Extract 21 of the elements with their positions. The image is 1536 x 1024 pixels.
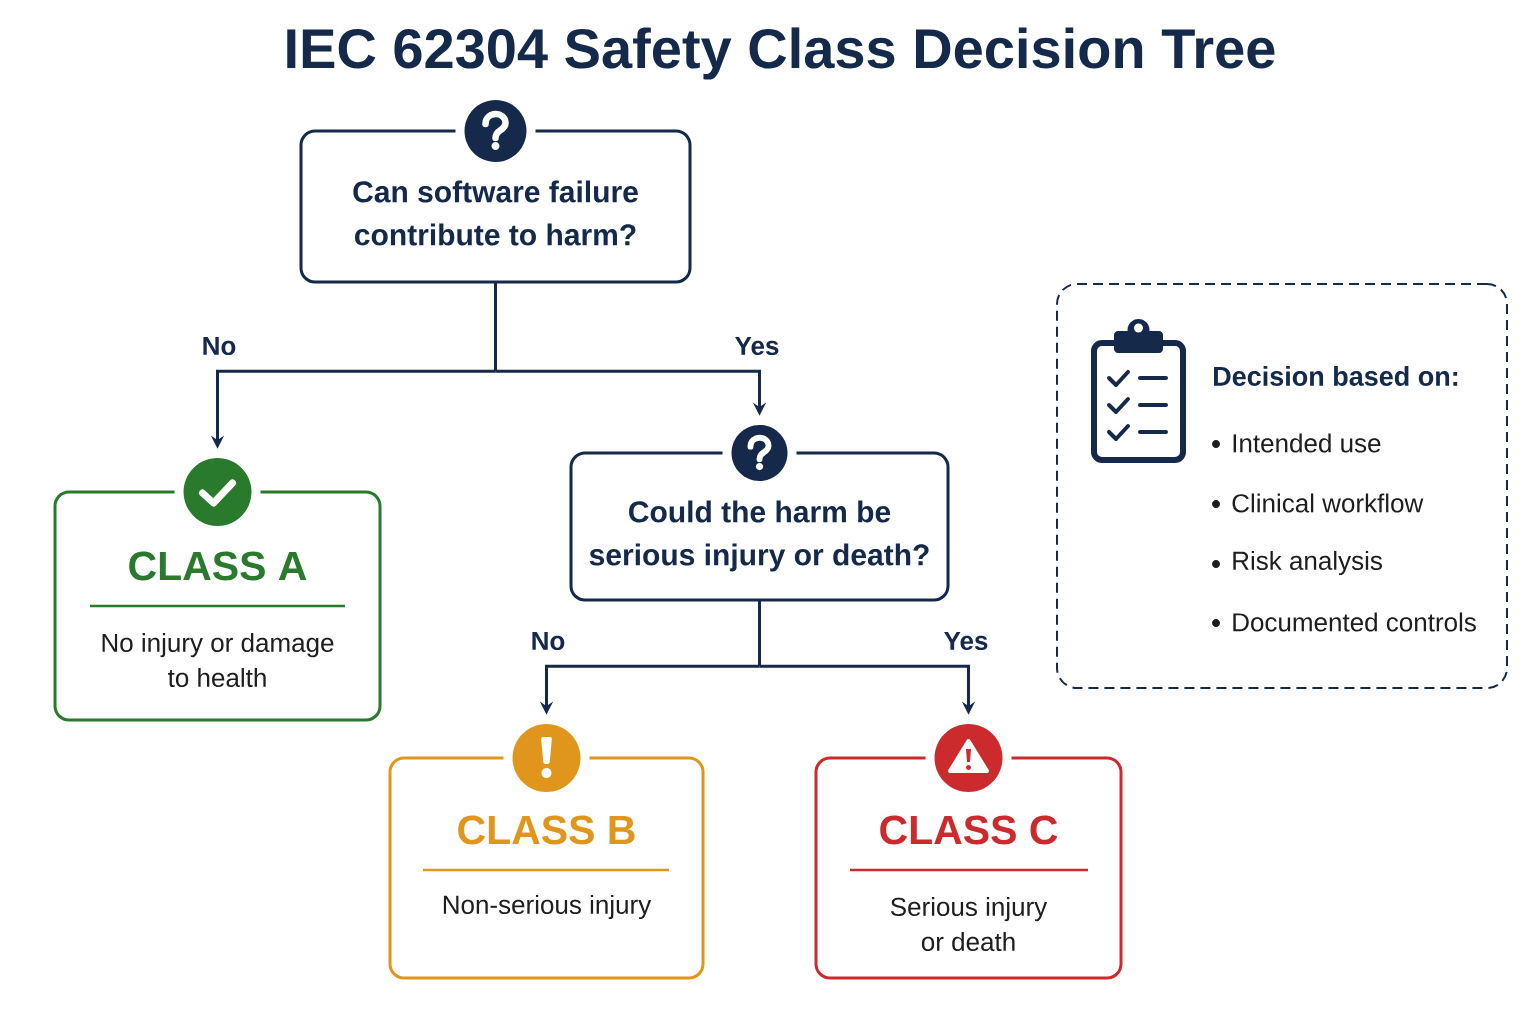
description: No injury or damage to health: [102, 632, 334, 688]
question-box: Can software failure contribute to harm?: [299, 129, 692, 284]
class-heading: CLASS B: [458, 815, 635, 845]
description: Non-serious injury: [443, 894, 652, 920]
panel-heading: Decision based on:: [1214, 366, 1458, 386]
class-heading: CLASS A: [129, 551, 307, 581]
list-item: Clinical workflow: [1232, 493, 1424, 513]
connector-line: [494, 282, 497, 372]
info-panel: [1056, 283, 1508, 689]
title: IEC 62304 Safety Class Decision Tree: [287, 27, 1275, 80]
list-item: Documented controls: [1233, 612, 1476, 632]
connector-line: [758, 600, 761, 667]
class-heading: CLASS C: [880, 815, 1058, 845]
question-box: Could the harm be serious injury or death?: [569, 451, 950, 602]
list-item: Risk analysis: [1233, 550, 1382, 576]
edge-label: No: [528, 629, 568, 653]
edge-label: Yes: [732, 334, 782, 358]
edge-label: No: [199, 334, 239, 358]
description: Serious injury or death: [890, 896, 1048, 952]
edge-label: Yes: [941, 629, 991, 653]
list-item: Intended use: [1233, 433, 1381, 453]
